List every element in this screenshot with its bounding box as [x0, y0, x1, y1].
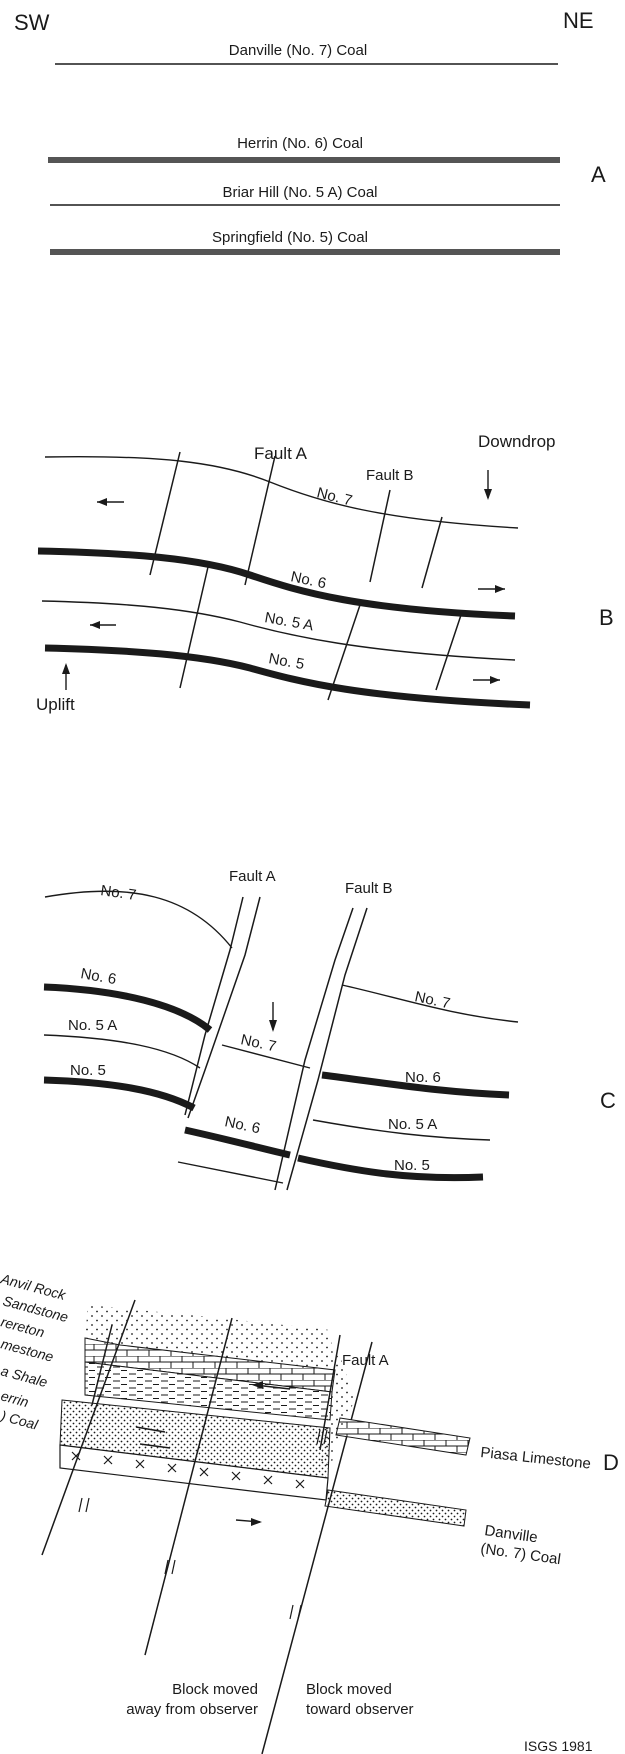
no5a-seam	[43, 1034, 201, 1069]
left-no5a-label: No. 5 A	[68, 1017, 117, 1034]
fault-line	[144, 1317, 233, 1656]
credit-label: ISGS 1981	[524, 1738, 593, 1754]
no7-seam	[341, 984, 519, 1023]
panel-b-letter: B	[599, 605, 614, 630]
left-arrow-icon	[97, 498, 124, 506]
toward-label-line2: toward observer	[306, 1701, 414, 1718]
piasa-limestone-layer	[335, 1417, 471, 1456]
fault-a-line	[187, 896, 261, 1119]
right-no5a-label: No. 5 A	[388, 1116, 437, 1133]
no5a-seam	[41, 600, 516, 661]
fault-a-line	[244, 455, 276, 586]
downdrop-label: Downdrop	[478, 432, 556, 451]
herrin-coal-label: Herrin (No. 6) Coal	[237, 135, 363, 152]
fault-b-label: Fault B	[345, 880, 393, 897]
no5-seam	[43, 1076, 196, 1112]
ne-label: NE	[563, 8, 594, 33]
fault-line	[179, 566, 209, 689]
fault-line	[319, 1334, 341, 1451]
sandstone-layer	[85, 1305, 335, 1370]
panel-b: B Fault A Fault B Downdrop Uplift No. 7 …	[36, 432, 614, 714]
mid-no7-label: No. 7	[239, 1031, 278, 1055]
fault-b-line	[327, 604, 361, 701]
no5-seam	[297, 1154, 484, 1182]
right-arrow-icon	[473, 676, 500, 684]
shale-label: a Shale	[0, 1362, 49, 1390]
fault-b-line	[286, 907, 368, 1191]
sw-label: SW	[14, 10, 50, 35]
fault-b-line	[274, 907, 354, 1191]
no6-seam	[321, 1071, 510, 1099]
left-no5-label: No. 5	[70, 1062, 106, 1079]
fault-a-line	[184, 896, 244, 1116]
fault-b-label: Fault B	[366, 467, 414, 484]
no5-label: No. 5	[267, 650, 305, 673]
down-arrow-icon	[269, 1002, 277, 1032]
panel-d: D Anvil Rock Sandstone rereton mestone a…	[0, 1270, 619, 1754]
uplift-label: Uplift	[36, 695, 75, 714]
right-arrow-icon	[478, 585, 505, 593]
away-label-line1: Block moved	[172, 1681, 258, 1698]
piasa-limestone-label: Piasa Limestone	[480, 1444, 592, 1472]
fault-line	[421, 516, 443, 589]
fault-slip-arrows-icon	[78, 1429, 328, 1620]
right-arrow-icon	[235, 1518, 262, 1526]
no7-seam	[44, 455, 519, 529]
no7-label: No. 7	[315, 484, 354, 509]
up-arrow-icon	[62, 663, 70, 690]
no6-seam	[37, 547, 516, 620]
springfield-coal-label: Springfield (No. 5) Coal	[212, 229, 368, 246]
fault-a-label: Fault A	[342, 1352, 389, 1369]
briar-hill-coal-label: Briar Hill (No. 5 A) Coal	[222, 184, 377, 201]
limestone-label: mestone	[0, 1335, 55, 1364]
panel-c: C Fault A Fault B No. 7 No. 6 No. 5 A No…	[43, 868, 616, 1191]
herrin-coal-label: ) Coal	[0, 1407, 40, 1433]
right-no7-label: No. 7	[413, 988, 452, 1012]
fault-line	[41, 1299, 136, 1556]
no7-seam	[44, 890, 233, 949]
fault-line	[149, 451, 181, 576]
fault-b-line	[369, 489, 391, 583]
away-label-line2: away from observer	[126, 1701, 258, 1718]
mid-no6-label: No. 6	[223, 1113, 262, 1137]
panel-c-letter: C	[600, 1088, 616, 1113]
no6-seam	[43, 983, 213, 1033]
right-no6-label: No. 6	[405, 1069, 441, 1086]
no7-seam	[221, 1044, 311, 1069]
fault-a-label: Fault A	[229, 868, 276, 885]
underclay-marks	[71, 1451, 305, 1489]
danville-coal-label: Danville (No. 7) Coal	[229, 42, 367, 59]
no5a-seam	[312, 1119, 491, 1141]
left-arrow-icon	[252, 1381, 291, 1390]
no5a-seam	[177, 1161, 284, 1184]
danville-coal-layer	[324, 1489, 467, 1527]
danville-label-line2: (No. 7) Coal	[479, 1540, 561, 1568]
herrin-label: errin	[0, 1387, 31, 1410]
slip-arrows-icon	[135, 1426, 171, 1449]
right-no5-label: No. 5	[394, 1157, 430, 1174]
left-no7-label: No. 7	[99, 882, 137, 904]
fault-line	[435, 611, 463, 691]
panel-a: SW NE A Danville (No. 7) Coal Herrin (No…	[14, 8, 606, 255]
down-arrow-icon	[484, 470, 492, 500]
drag-zone	[320, 1350, 355, 1470]
fault-a-line	[261, 1341, 373, 1754]
left-arrow-icon	[90, 621, 116, 629]
panel-d-letter: D	[603, 1450, 619, 1475]
left-no6-label: No. 6	[79, 965, 117, 988]
panel-a-letter: A	[591, 162, 606, 187]
fault-line	[91, 1324, 113, 1406]
no5-seam	[44, 644, 531, 709]
toward-label-line1: Block moved	[306, 1681, 392, 1698]
fault-a-label: Fault A	[254, 444, 308, 463]
no6-seam	[184, 1126, 291, 1159]
